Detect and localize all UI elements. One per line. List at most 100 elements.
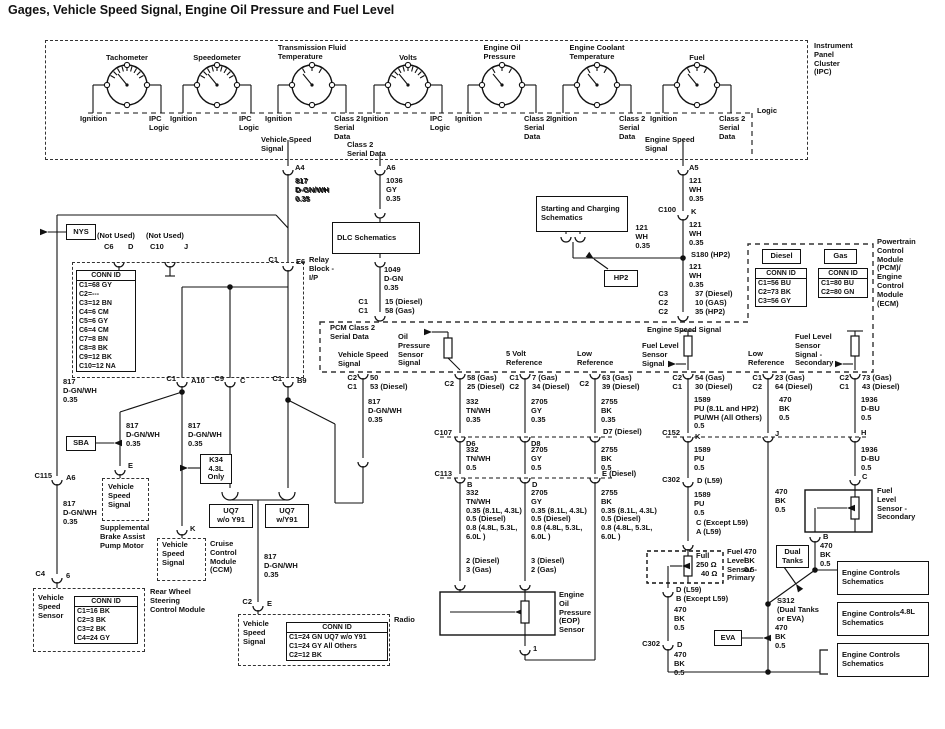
- label-connectors-c1: C1: [347, 382, 357, 391]
- label-ipc-signals-ess: Engine Speed Signal: [645, 135, 695, 153]
- label-pins-eop2: 3 (Diesel) 2 (Gas): [531, 556, 565, 574]
- label-connectors-c9: C9: [214, 374, 224, 383]
- label-ipc-gauges-2-right: Class 2 Serial Data: [334, 114, 361, 141]
- label-connectors-c1: C1: [752, 373, 762, 382]
- label-ipc-gauges-0-left: Ignition: [80, 114, 108, 123]
- label-pins-ess: 37 (Diesel) 10 (GAS) 35 (HP2): [695, 289, 733, 316]
- label-wires-w121: 121 WH 0.35: [689, 220, 704, 247]
- label-modules-rws: Rear Wheel Steering Control Module: [150, 587, 205, 614]
- conn-id-row: C6=4 CM: [79, 327, 109, 334]
- label-ipc-gauges-6-right: Class 2 Serial Data: [719, 114, 746, 141]
- label-ipc-gauges-3-left: Ignition: [361, 114, 389, 123]
- supplemental-vss-box: [102, 478, 149, 521]
- label-modules-r40: 40 Ω: [701, 569, 718, 578]
- label-modules-notused: (Not Used): [146, 231, 184, 240]
- box-pcm-diesel: Diesel: [762, 249, 801, 264]
- label-connectors-c2: C2: [242, 597, 252, 606]
- label-wires-w817: 817 D-GN/WH 0.35: [188, 421, 222, 448]
- box-boxes-snc: Starting and Charging Schematics: [536, 196, 628, 232]
- conn-id-row: C2=---: [79, 291, 100, 298]
- box-boxes-k34: K34 4.3L Only: [200, 454, 232, 484]
- conn-id-row: C1=24 GN UQ7 w/o Y91: [289, 634, 367, 641]
- label-ipc-gauges-6-title: Fuel: [689, 53, 705, 62]
- label-connectors-h: H: [861, 428, 867, 437]
- box-boxes-ec3: Engine Controls Schematics: [837, 643, 929, 677]
- label-ipc-gauges-5-right: Class 2 Serial Data: [619, 114, 646, 141]
- box-boxes-nys: NYS: [66, 224, 96, 240]
- label-pcm-ess: Engine Speed Signal: [647, 325, 722, 334]
- label-connectors-b: B: [467, 480, 473, 489]
- label-wires-w2705c: 2705 GY 0.35 (8.1L, 4.3L) 0.5 (Diesel) 0…: [531, 488, 587, 541]
- label-wires-w332b: 332 TN/WH 0.5: [466, 445, 491, 472]
- label-ipc-signals-class2: Class 2 Serial Data: [347, 140, 386, 158]
- label-connectors-k: K: [691, 207, 697, 216]
- label-wires-w817: 817 D-GN/WH 0.35: [63, 499, 97, 526]
- label-modules-ccm: Cruise Control Module (CCM): [210, 539, 237, 575]
- label-modules-supp: Supplemental Brake Assist Pump Motor: [100, 523, 150, 550]
- label-connectors-d8: D8: [531, 439, 541, 448]
- label-connectors-six: 6: [66, 571, 71, 580]
- label-connectors-c1: C1: [509, 373, 519, 382]
- label-connectors-d6: D6: [466, 439, 476, 448]
- label-pins-fls: 73 (Gas) 43 (Diesel): [862, 373, 900, 391]
- label-connectors-e: E: [267, 599, 273, 608]
- label-modules-vsensor: Vehicle Speed Sensor: [38, 593, 64, 620]
- label-ipc-gauges-4-left: Ignition: [455, 114, 483, 123]
- label-wires-w121: 121 WH 0.35: [689, 176, 704, 203]
- label-connectors-j: J: [775, 429, 780, 438]
- label-connectors-c2: C2: [839, 373, 849, 382]
- label-modules-vsig: Vehicle Speed Signal: [108, 482, 134, 509]
- label-connectors-c: C: [240, 376, 246, 385]
- label-modules-notused: (Not Used): [97, 231, 135, 240]
- label-wires-w1049: 1049 D-GN 0.35: [384, 265, 404, 292]
- conn-id-header: CONN ID: [77, 271, 135, 281]
- conn-id-row: C8=8 BK: [79, 345, 108, 352]
- label-pcm-low: Low Reference: [748, 349, 785, 367]
- label-connectors-c1: C1: [672, 382, 682, 391]
- label-wires-w332c: 332 TN/WH 0.35 (8.1L, 4.3L) 0.5 (Diesel)…: [466, 488, 522, 541]
- radio-box: [238, 614, 390, 666]
- label-pins-flpd: D (L59) B (Except L59): [676, 585, 729, 603]
- label-wires-w121: 121 WH 0.35: [635, 223, 650, 250]
- label-ipc-gauges-5-left: Ignition: [550, 114, 578, 123]
- box-boxes-ec2: Engine Controls Schematics: [837, 602, 929, 636]
- label-connectors-c302: C302: [662, 475, 680, 484]
- label-connectors-d7d: D7 (Diesel): [603, 427, 642, 436]
- label-modules-full: Full: [696, 551, 710, 560]
- label-connectors-d: D: [677, 640, 683, 649]
- label-connectors-k: K: [190, 524, 196, 533]
- conn-id-row: C3=2 BK: [77, 626, 106, 633]
- page-title: Gages, Vehicle Speed Signal, Engine Oil …: [8, 3, 395, 17]
- label-ipc-name: Instrument Panel Cluster (IPC): [814, 41, 853, 77]
- label-ipc-gauges-1-title: Speedometer: [193, 53, 241, 62]
- label-connectors-b9: B9: [297, 376, 307, 385]
- label-connectors-e6: E6: [296, 257, 306, 266]
- label-modules-r250: 250 Ω: [696, 560, 717, 569]
- box-boxes-sba: SBA: [66, 436, 96, 451]
- box-boxes-eva: EVA: [714, 630, 742, 646]
- label-wires-w332a: 332 TN/WH 0.35: [466, 397, 491, 424]
- label-pins-lowref: 63 (Gas) 39 (Diesel): [602, 373, 640, 391]
- label-ipc-gauges-6-left: Ignition: [650, 114, 678, 123]
- label-ipc-logic: Logic: [757, 106, 777, 115]
- label-connectors-c113: C113: [434, 469, 452, 478]
- label-ipc-gauges-4-title: Engine Oil Pressure: [483, 43, 521, 61]
- label-wires-w1589: 1589 PU 0.5: [694, 490, 711, 517]
- label-connectors-ed: E (Diesel): [602, 469, 637, 478]
- label-wires-w2755a: 2755 BK 0.35: [601, 397, 618, 424]
- label-connectors-c3c2c2: C3 C2 C2: [658, 289, 668, 316]
- label-pcm-fl: Fuel Level Sensor Signal: [642, 341, 679, 368]
- label-wires-w817: 817 D-GN/WH 0.35: [295, 176, 329, 203]
- conn-id-header: CONN ID: [756, 269, 806, 279]
- conn-id-row: C4=6 CM: [79, 309, 109, 316]
- label-modules-relay: Relay Block - I/P: [309, 255, 335, 282]
- label-connectors-b: B: [823, 532, 829, 541]
- label-pcm-oil: Oil Pressure Sensor Signal: [398, 332, 431, 368]
- label-connectors-c: C: [862, 472, 868, 481]
- label-connectors-c2: C2: [752, 382, 762, 391]
